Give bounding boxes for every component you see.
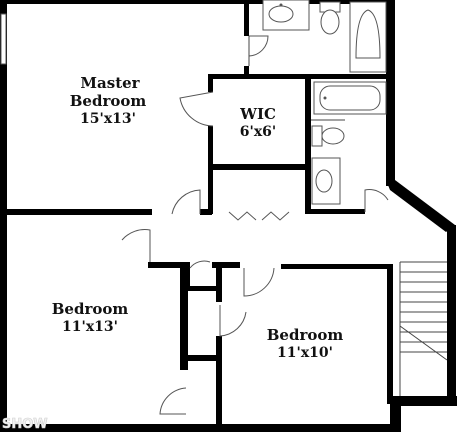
label-bedroom-left: Bedroom 11'x13' bbox=[52, 300, 129, 335]
doors bbox=[121, 35, 389, 415]
wic-name: WIC bbox=[239, 105, 276, 123]
wic-size: 6'x6' bbox=[240, 124, 276, 140]
label-wic: WIC 6'x6' bbox=[239, 105, 276, 140]
interior-walls bbox=[0, 0, 395, 432]
hall-bath-fixtures bbox=[311, 81, 387, 205]
bedroom-right-size: 11'x10' bbox=[277, 345, 333, 361]
bedroom-right-name: Bedroom bbox=[267, 326, 344, 344]
label-bedroom-right: Bedroom 11'x10' bbox=[267, 326, 344, 361]
watermark: SHOW bbox=[2, 417, 48, 432]
bedroom-left-name: Bedroom bbox=[52, 300, 129, 318]
label-master-bedroom: Master Bedroom 15'x13' bbox=[70, 74, 147, 127]
master-bedroom-size: 15'x13' bbox=[80, 111, 136, 127]
bedroom-left-size: 11'x13' bbox=[62, 319, 118, 335]
staircase bbox=[399, 261, 448, 396]
master-bath-fixtures bbox=[262, 0, 387, 73]
master-bedroom-name-line1: Master bbox=[80, 74, 140, 92]
master-bedroom-name-line2: Bedroom bbox=[70, 92, 147, 110]
